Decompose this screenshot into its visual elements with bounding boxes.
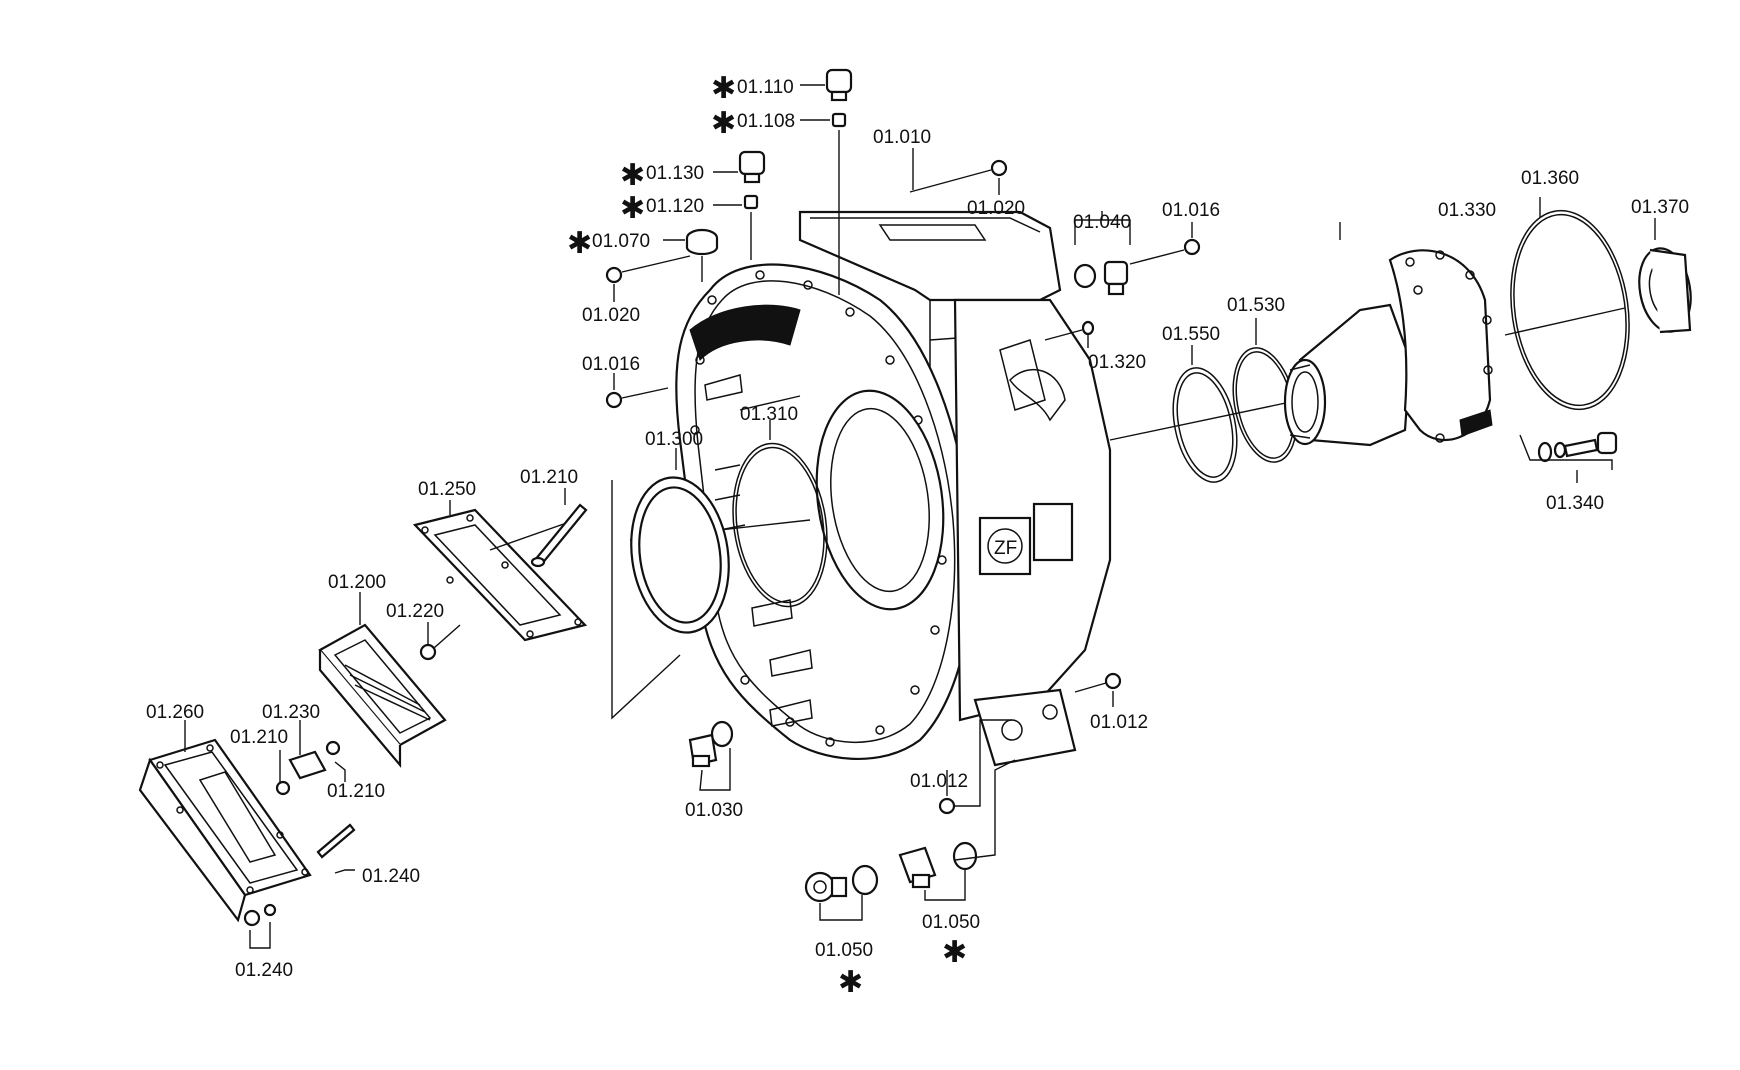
label-01-050-left: 01.050 bbox=[815, 940, 873, 961]
leader-gasket-diag bbox=[489, 519, 576, 551]
label-01-040: 01.040 bbox=[1073, 212, 1131, 233]
cap-01-070 bbox=[685, 228, 719, 256]
label-01-240-right: 01.240 bbox=[362, 866, 420, 887]
ring-01-550 bbox=[1172, 367, 1238, 483]
label-01-320: 01.320 bbox=[1088, 352, 1146, 373]
o-ring-01-360 bbox=[1510, 209, 1630, 411]
part-01-108 bbox=[831, 112, 847, 128]
washer-01-016-right bbox=[1183, 238, 1201, 256]
asterisk-01-050-right: ✱ bbox=[942, 935, 967, 970]
label-01-300: 01.300 bbox=[645, 429, 703, 450]
plug-01-050-right bbox=[898, 841, 978, 889]
leader-01-016-left bbox=[621, 387, 669, 399]
asterisk-01-070: ✱ bbox=[567, 226, 592, 261]
label-01-210-right: 01.210 bbox=[327, 781, 385, 802]
label-01-070: 01.070 bbox=[592, 231, 650, 252]
label-01-012-lower: 01.012 bbox=[910, 771, 968, 792]
asterisk-markers: ✱ ✱ ✱ ✱ ✱ ✱ ✱ bbox=[567, 71, 967, 1000]
label-01-210-left: 01.210 bbox=[230, 727, 288, 748]
washer-01-016-left bbox=[605, 391, 623, 409]
label-01-020-left: 01.020 bbox=[582, 305, 640, 326]
bracket-01-340 bbox=[1519, 434, 1613, 470]
label-01-016-left: 01.016 bbox=[582, 354, 640, 375]
label-01-108: 01.108 bbox=[737, 111, 795, 132]
label-01-012-upper: 01.012 bbox=[1090, 712, 1148, 733]
leader-01-016-right bbox=[1129, 249, 1185, 265]
axis-line-right bbox=[1109, 399, 1301, 441]
label-01-370: 01.370 bbox=[1631, 197, 1689, 218]
label-01-240-bottom: 01.240 bbox=[235, 960, 293, 981]
leader-01-220-diag bbox=[433, 624, 461, 649]
label-01-110: 01.110 bbox=[737, 77, 794, 98]
pin-01-210-top bbox=[530, 503, 588, 568]
washer-01-020-left bbox=[605, 266, 623, 284]
seal-01-300 bbox=[630, 476, 730, 634]
asterisk-01-130: ✱ bbox=[620, 158, 645, 193]
label-01-016-right: 01.016 bbox=[1162, 200, 1220, 221]
screw-01-240-bottom bbox=[243, 903, 277, 927]
bolt-01-340 bbox=[1537, 431, 1618, 463]
label-01-330: 01.330 bbox=[1438, 200, 1496, 221]
washer-01-210-left bbox=[275, 780, 291, 796]
label-01-220: 01.220 bbox=[386, 601, 444, 622]
leader-01-050-right-diag bbox=[954, 759, 1016, 861]
label-01-200: 01.200 bbox=[328, 572, 386, 593]
assembly-bracket bbox=[611, 480, 681, 720]
part-labels: 01.110 01.108 01.010 01.130 01.120 01.02… bbox=[146, 77, 1689, 981]
leader-01-320 bbox=[1044, 329, 1083, 341]
output-flange-01-330 bbox=[1283, 249, 1493, 447]
plug-01-030 bbox=[688, 720, 734, 768]
asterisk-01-110: ✱ bbox=[711, 71, 736, 106]
plug-01-130 bbox=[738, 150, 766, 184]
transmission-housing: ZF bbox=[675, 210, 1112, 767]
leader-01-020-top bbox=[909, 169, 992, 193]
label-01-010: 01.010 bbox=[873, 127, 931, 148]
emblem-text: ZF bbox=[994, 538, 1017, 559]
label-01-550: 01.550 bbox=[1162, 324, 1220, 345]
leader-01-020-left bbox=[621, 255, 691, 273]
plug-01-040 bbox=[1103, 260, 1129, 296]
label-01-340: 01.340 bbox=[1546, 493, 1604, 514]
washer-01-210-right bbox=[325, 740, 341, 756]
label-01-250: 01.250 bbox=[418, 479, 476, 500]
leader-01-012-lower bbox=[955, 719, 1012, 807]
ring-01-310 bbox=[732, 442, 828, 608]
label-01-030: 01.030 bbox=[685, 800, 743, 821]
washer-01-020-top bbox=[990, 159, 1008, 177]
plug-01-110 bbox=[825, 68, 853, 102]
label-01-130: 01.130 bbox=[646, 163, 704, 184]
label-01-020-top: 01.020 bbox=[967, 198, 1025, 219]
axis-line-far-right bbox=[1504, 307, 1626, 336]
label-01-210-top: 01.210 bbox=[520, 467, 578, 488]
plug-01-050-left bbox=[804, 864, 879, 903]
asterisk-01-108: ✱ bbox=[711, 106, 736, 141]
asterisk-01-050-left: ✱ bbox=[838, 965, 863, 1000]
screw-01-240-right bbox=[316, 823, 356, 859]
label-01-310: 01.310 bbox=[740, 404, 798, 425]
label-01-530: 01.530 bbox=[1227, 295, 1285, 316]
part-01-120 bbox=[743, 194, 759, 210]
washer-01-012-upper bbox=[1104, 672, 1122, 690]
clip-01-230 bbox=[288, 750, 327, 780]
seal-01-370 bbox=[1638, 247, 1692, 334]
leader-lines bbox=[184, 84, 1656, 949]
washer-01-012-lower bbox=[938, 797, 956, 815]
gasket-01-250 bbox=[412, 508, 588, 642]
pin-01-320 bbox=[1081, 320, 1095, 336]
label-01-260: 01.260 bbox=[146, 702, 204, 723]
leader-01-012-upper bbox=[1074, 682, 1107, 693]
label-01-120: 01.120 bbox=[646, 196, 704, 217]
nut-01-220 bbox=[419, 643, 437, 661]
asterisk-01-120: ✱ bbox=[620, 191, 645, 226]
label-01-230: 01.230 bbox=[262, 702, 320, 723]
washer-01-040 bbox=[1073, 263, 1097, 289]
label-01-050-right: 01.050 bbox=[922, 912, 980, 933]
filter-01-200 bbox=[318, 623, 447, 769]
label-01-360: 01.360 bbox=[1521, 168, 1579, 189]
cover-01-260 bbox=[138, 738, 312, 923]
